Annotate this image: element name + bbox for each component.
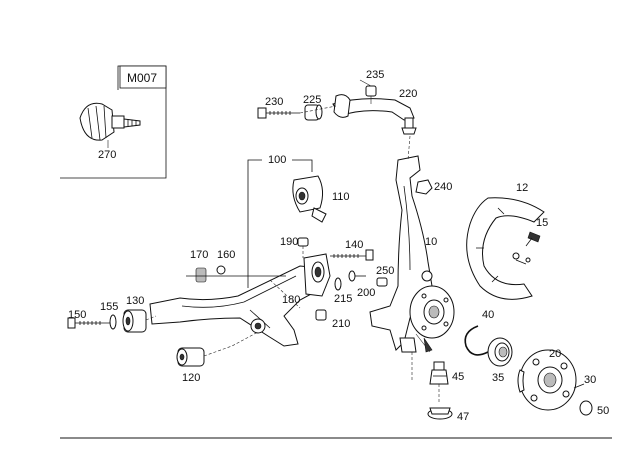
nut-235 <box>365 85 377 97</box>
nut-210 <box>315 309 327 321</box>
hub-flange <box>409 285 455 339</box>
label-250: 250 <box>376 265 394 277</box>
nut-240 <box>415 179 433 195</box>
label-155: 155 <box>100 301 118 313</box>
label-220: 220 <box>399 88 417 100</box>
bushing-120 <box>176 347 205 367</box>
label-270: 270 <box>98 149 116 161</box>
label-15: 15 <box>536 217 548 229</box>
circlip-40 <box>464 325 489 356</box>
label-110: 110 <box>332 191 350 203</box>
label-120: 120 <box>182 372 200 384</box>
label-12: 12 <box>516 182 528 194</box>
label-230: 230 <box>265 96 283 108</box>
inset-box: M007 270 <box>60 65 167 179</box>
label-47: 47 <box>457 411 469 423</box>
label-100: 100 <box>268 154 286 166</box>
label-235: 235 <box>366 69 384 81</box>
nut-160 <box>216 265 226 275</box>
bushing-225 <box>304 104 323 121</box>
ball-joint-45 <box>429 361 449 385</box>
label-240: 240 <box>434 181 452 193</box>
inset-code: M007 <box>127 71 157 85</box>
label-140: 140 <box>345 239 363 251</box>
bolt-200 <box>348 270 366 282</box>
upper-control-arm-220 <box>332 94 417 135</box>
label-50: 50 <box>597 405 609 417</box>
label-225: 225 <box>303 94 321 106</box>
label-40: 40 <box>482 309 494 321</box>
label-20: 20 <box>549 348 561 360</box>
label-10: 10 <box>425 236 437 248</box>
label-180: 180 <box>282 294 300 306</box>
washer-155 <box>109 314 117 330</box>
label-35: 35 <box>492 372 504 384</box>
label-150: 150 <box>68 309 86 321</box>
label-160: 160 <box>217 249 235 261</box>
bracket-100-line <box>247 159 313 288</box>
dust-boot-47 <box>427 407 453 420</box>
cv-joint-part-270 <box>79 102 141 141</box>
label-130: 130 <box>126 295 144 307</box>
bearing-35 <box>487 337 513 367</box>
bushing-110 <box>292 175 327 223</box>
bushing-bracket-lower <box>303 253 331 297</box>
bolt-15 <box>525 231 541 247</box>
nut-190 <box>297 237 309 247</box>
label-200: 200 <box>357 287 375 299</box>
bolt-140 <box>330 249 374 261</box>
brake-shield-12 <box>466 197 545 300</box>
label-30: 30 <box>584 374 596 386</box>
washer-170 <box>195 267 207 283</box>
label-45: 45 <box>452 371 464 383</box>
nut-250 <box>376 277 388 287</box>
label-215: 215 <box>334 293 352 305</box>
cap-50 <box>579 400 593 416</box>
lower-control-arm <box>149 265 327 347</box>
wheel-hub-20 <box>517 349 577 411</box>
bolt-30 <box>573 383 585 389</box>
inset-code-box <box>119 65 167 89</box>
bolt-230 <box>257 107 300 119</box>
bushing-130 <box>122 309 147 333</box>
label-170: 170 <box>190 249 208 261</box>
bolt-150 <box>67 317 110 329</box>
washer-215 <box>334 277 342 291</box>
label-190: 190 <box>280 236 298 248</box>
label-210: 210 <box>332 318 350 330</box>
